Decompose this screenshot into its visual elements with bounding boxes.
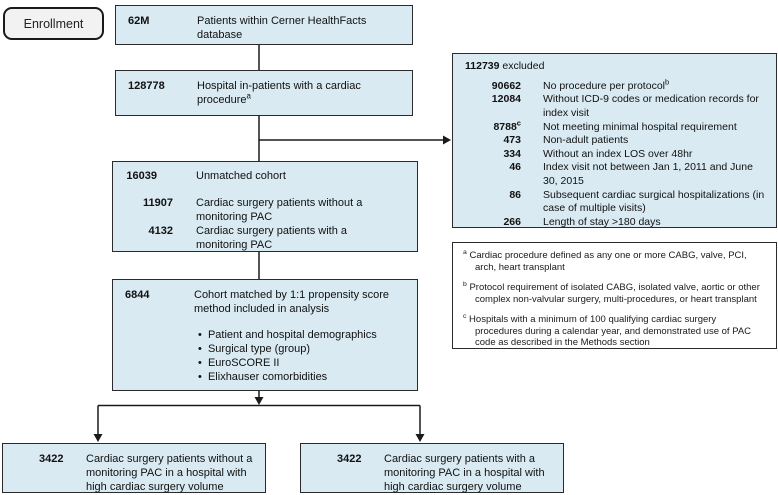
count-value: 6844 [125,289,150,301]
footnote-text: Cardiac procedure defined as any one or … [466,250,747,273]
count-description: Unmatched cohort [196,170,286,182]
count-value: 12084 [491,93,521,106]
count-description: Hospital in-patients with a cardiac proc… [197,79,404,107]
enrollment-stage-label: Enrollment [3,7,104,40]
count-description: Cohort matched by 1:1 propensity score m… [194,288,409,384]
count-description: Cardiac surgery patients without a monit… [196,197,363,224]
count-value: 90662 [491,79,521,92]
box-row: 128778 Hospital in-patients with a cardi… [128,79,404,107]
list-item: Surgical type (group) [194,342,409,356]
count-description: Length of stay >180 days [543,216,661,229]
count-value: 266 [503,216,521,229]
box-row: 3422 Cardiac surgery patients without a … [3,452,261,494]
box-excluded: 112739 excluded 90662 No procedure per p… [452,53,777,228]
box-row: 16039 Unmatched cohort [113,169,409,183]
box-cardiac-procedure-inpatients: 128778 Hospital in-patients with a cardi… [115,70,413,116]
footnote-b: b Protocol requirement of isolated CABG,… [463,281,766,305]
list-item: Elixhauser comorbidities [194,370,409,384]
count-description: Without ICD-9 codes or medication record… [543,93,759,119]
box-row: 62M Patients within Cerner HealthFacts d… [128,14,404,42]
footnote-text: Protocol requirement of isolated CABG, i… [466,282,760,305]
count-value: 473 [503,134,521,147]
count-value: 16039 [126,170,157,182]
excluded-header: 112739 excluded [453,60,772,74]
footnote-marker-c: c [516,118,521,128]
list-item: Patient and hospital demographics [194,328,409,342]
excluded-row: 90662 No procedure per protocolb [453,77,772,94]
box-row: 4132 Cardiac surgery patients with a mon… [113,224,409,252]
count-value: 46 [509,161,521,174]
count-value: 334 [503,147,521,160]
count-value: 128778 [128,80,165,92]
excluded-row: 46 Index visit not between Jan 1, 2011 a… [453,161,772,188]
footnote-a: a Cardiac procedure defined as any one o… [463,248,766,273]
description-text: Cohort matched by 1:1 propensity score m… [194,289,390,316]
count-description: Cardiac surgery patients with a monitori… [196,225,348,252]
footnote-marker: b [463,281,467,288]
arrowhead-down-left-box [93,434,103,442]
count-description: Index visit not between Jan 1, 2011 and … [543,161,753,188]
excluded-row: 12084 Without ICD-9 codes or medication … [453,93,772,120]
count-description: No procedure per protocolb [543,77,772,94]
count-description: Non-adult patients [543,134,629,147]
arrowhead-down-branch [254,397,264,405]
excluded-row: 86 Subsequent cardiac surgical hospitali… [453,189,772,216]
count-number: 8788 [493,120,517,133]
count-description: Patients within Cerner HealthFacts datab… [197,15,367,42]
footnote-text: Hospitals with a minimum of 100 qualifyi… [466,314,752,349]
excluded-total: 112739 [465,60,500,72]
excluded-row: 8788c Not meeting minimal hospital requi… [453,118,772,135]
count-value: 3422 [337,453,362,465]
matching-criteria-list: Patient and hospital demographics Surgic… [194,328,409,384]
box-no-pac-high-volume: 3422 Cardiac surgery patients without a … [2,443,266,493]
arrowhead-right-excluded [443,135,451,145]
box-database-population: 62M Patients within Cerner HealthFacts d… [115,5,413,45]
excluded-label: excluded [499,60,545,72]
count-value: 62M [128,15,150,27]
arrowhead-down-right-box [415,434,425,442]
box-row: 6844 Cohort matched by 1:1 propensity sc… [125,288,409,384]
excluded-row: 473 Non-adult patients [453,134,772,148]
count-value: 8788c [453,118,521,135]
count-value: 11907 [143,197,173,210]
list-item: EuroSCORE II [194,356,409,370]
count-description: Cardiac surgery patients without a monit… [86,453,253,494]
enrollment-text: Enrollment [23,16,84,31]
description-text: No procedure per protocol [543,79,665,92]
count-description: Subsequent cardiac surgical hospitalizat… [543,188,765,215]
box-matched-cohort: 6844 Cohort matched by 1:1 propensity sc… [112,279,418,391]
footnote-marker-a: a [246,91,251,101]
count-description: Cardiac surgery patients with a monitori… [384,453,545,494]
description-text: Hospital in-patients with a cardiac proc… [197,80,361,107]
box-row: 11907 Cardiac surgery patients without a… [113,196,409,224]
count-value: 4132 [148,225,173,238]
count-description: Not meeting minimal hospital requirement [543,120,737,133]
count-description: Without an index LOS over 48hr [543,147,693,160]
excluded-row: 266 Length of stay >180 days [453,216,772,230]
footnote-marker: c [463,313,467,321]
box-footnotes: a Cardiac procedure defined as any one o… [452,242,777,349]
count-value: 86 [509,188,521,201]
box-unmatched-cohort: 16039 Unmatched cohort 11907 Cardiac sur… [112,161,418,252]
footnote-marker: a [463,248,467,256]
footnote-marker-b: b [665,77,670,87]
box-pac-high-volume: 3422 Cardiac surgery patients with a mon… [300,443,564,493]
footnote-c: c Hospitals with a minimum of 100 qualif… [463,313,766,349]
box-row: 3422 Cardiac surgery patients with a mon… [301,452,559,494]
excluded-row: 334 Without an index LOS over 48hr [453,148,772,162]
count-value: 3422 [39,453,64,465]
